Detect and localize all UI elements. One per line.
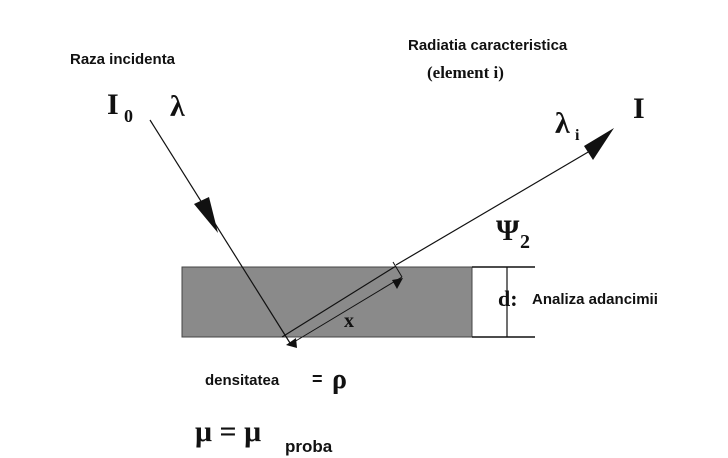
char-wavelength-subscript: i — [575, 127, 580, 144]
incident-ray-label: Raza incidenta — [70, 51, 176, 68]
depth-label: Analiza adancimii — [532, 291, 658, 308]
intensity-initial-symbol: I — [107, 88, 119, 121]
depth-symbol: d: — [498, 286, 518, 311]
density-symbol: ρ — [332, 364, 347, 395]
emitted-arrowhead — [584, 128, 614, 160]
angle-symbol: Ψ — [496, 214, 520, 247]
intensity-initial-subscript: 0 — [124, 106, 133, 126]
path-x-tick — [392, 261, 403, 278]
sample-slab — [181, 266, 473, 338]
path-x-arrowhead-bottom — [286, 338, 297, 348]
mu-subscript: proba — [285, 437, 333, 456]
angle-subscript: 2 — [520, 231, 530, 253]
density-label: densitatea — [205, 372, 280, 389]
incident-arrowhead — [194, 197, 218, 233]
internal-path — [281, 265, 397, 338]
incident-ray — [149, 119, 291, 344]
char-wavelength-symbol: λ — [555, 107, 570, 140]
density-equals: = — [312, 369, 323, 389]
path-x-label: x — [344, 310, 354, 332]
characteristic-radiation-label: Radiatia caracteristica — [408, 37, 568, 54]
emitted-ray — [395, 147, 596, 266]
mu-equation: μ = μ — [195, 415, 261, 448]
element-label: (element i) — [427, 63, 504, 82]
wavelength-symbol: λ — [170, 90, 185, 123]
intensity-out-symbol: I — [633, 92, 645, 125]
path-x-arrowhead-top — [392, 278, 403, 289]
path-x-line — [288, 276, 403, 346]
